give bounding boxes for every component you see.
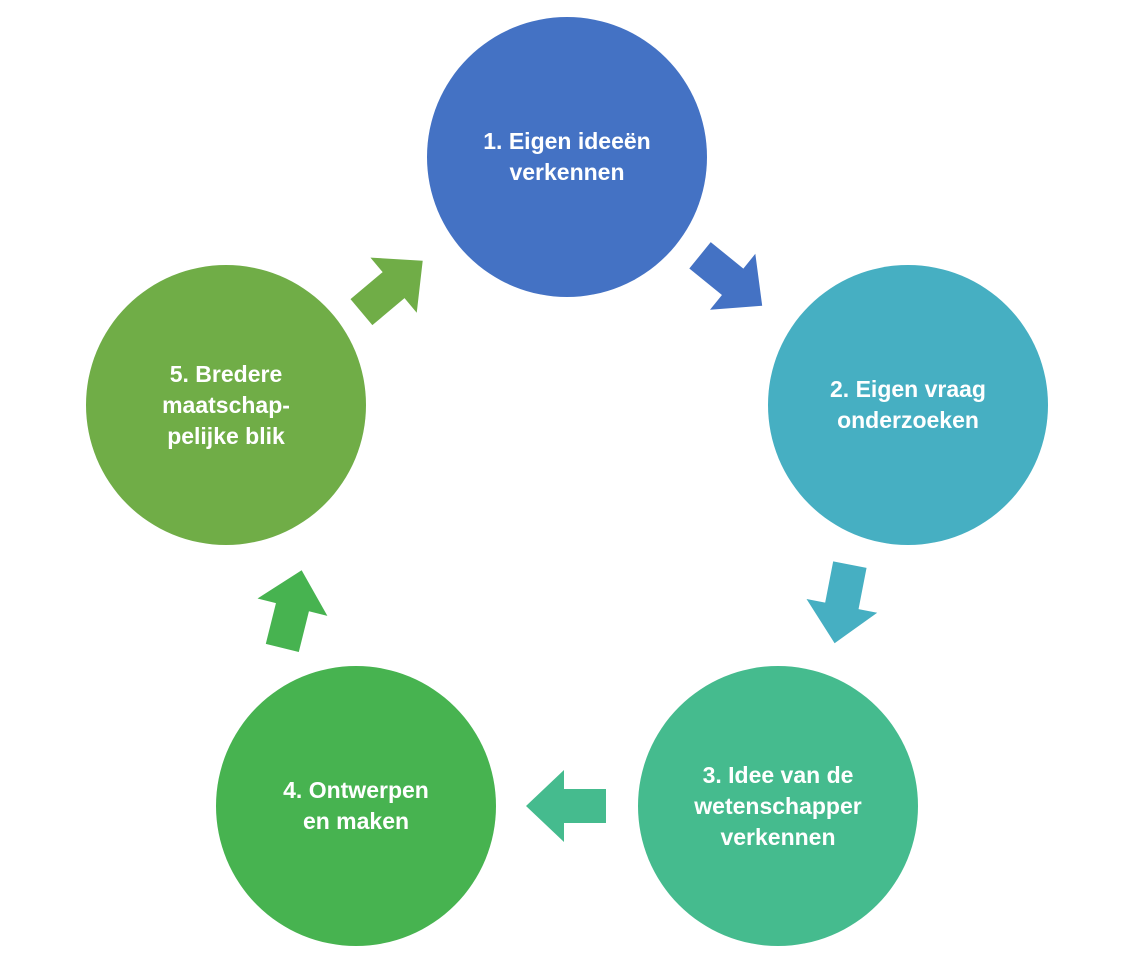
arrow-3-to-4 <box>526 770 606 842</box>
arrow-shape <box>689 242 763 310</box>
step-label-3: 3. Idee van de wetenschapper verkennen <box>694 761 862 850</box>
step-circle-3: 3. Idee van de wetenschapper verkennen <box>638 666 918 946</box>
step-label-5: 5. Bredere maatschap- pelijke blik <box>162 360 290 449</box>
step-label-2: 2. Eigen vraag onderzoeken <box>830 376 986 433</box>
step-circle-2: 2. Eigen vraag onderzoeken <box>768 265 1048 545</box>
step-circle-5: 5. Bredere maatschap- pelijke blik <box>86 265 366 545</box>
arrow-5-to-1 <box>350 257 423 326</box>
arrow-shape <box>350 257 423 326</box>
arrow-shape <box>526 770 606 842</box>
arrow-2-to-3 <box>806 561 878 644</box>
arrow-1-to-2 <box>689 242 763 310</box>
step-label-1: 1. Eigen ideeën verkennen <box>483 128 651 185</box>
arrow-shape <box>257 570 328 653</box>
step-circle-4: 4. Ontwerpen en maken <box>216 666 496 946</box>
arrow-shape <box>806 561 878 644</box>
arrow-4-to-5 <box>257 570 328 653</box>
step-label-4: 4. Ontwerpen en maken <box>283 777 429 834</box>
step-circle-1: 1. Eigen ideeën verkennen <box>427 17 707 297</box>
